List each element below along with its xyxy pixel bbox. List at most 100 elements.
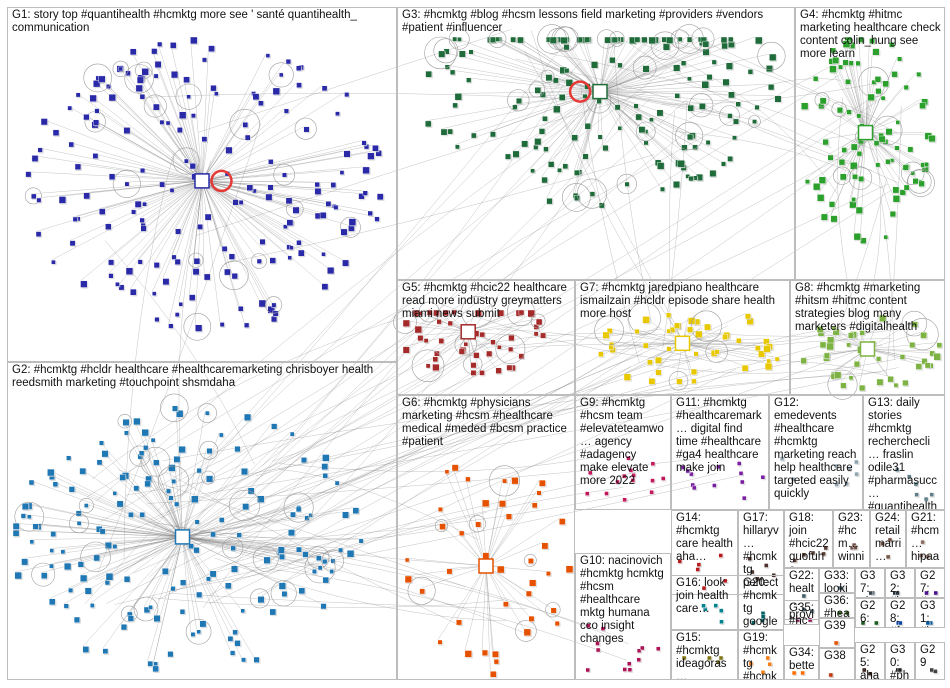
node [425, 70, 433, 78]
node [914, 492, 919, 497]
node [308, 513, 313, 518]
intra-group-edge [182, 536, 279, 547]
node [190, 632, 196, 637]
intra-group-edge [79, 467, 183, 538]
node [231, 273, 238, 280]
node [899, 354, 906, 360]
intra-group-edge [485, 565, 556, 622]
self-loop [757, 41, 786, 71]
node [895, 120, 900, 125]
node [186, 94, 191, 99]
intra-group-edge [37, 147, 203, 182]
intra-group-edge [182, 536, 233, 630]
node [655, 356, 662, 364]
intra-group-edge [599, 53, 770, 92]
intra-group-edge [75, 510, 183, 538]
node [860, 620, 866, 626]
intra-group-edge [201, 180, 343, 261]
intra-group-edge [817, 326, 868, 350]
node [540, 332, 546, 339]
node [170, 586, 176, 592]
node [123, 576, 131, 583]
node [449, 69, 456, 76]
node [73, 616, 80, 623]
node [142, 201, 147, 207]
node [468, 49, 474, 55]
node [195, 324, 203, 332]
intra-group-edge [28, 479, 183, 538]
intra-group-edge [93, 536, 183, 556]
node [47, 468, 55, 477]
node [673, 181, 681, 189]
intra-group-edge [201, 180, 260, 301]
node [535, 318, 543, 326]
intra-group-edge [182, 503, 243, 538]
node [834, 371, 842, 379]
node [541, 176, 548, 184]
node [655, 369, 662, 376]
node [874, 620, 879, 626]
node [801, 102, 809, 110]
node [855, 60, 861, 66]
node [218, 432, 224, 438]
node [219, 322, 225, 327]
node [907, 146, 914, 153]
node [148, 605, 153, 610]
intra-group-edge [865, 132, 901, 190]
node [253, 656, 260, 663]
intra-group-edge [201, 91, 215, 181]
node [76, 521, 82, 526]
node [84, 587, 92, 595]
node [859, 330, 865, 336]
self-loop [523, 554, 537, 567]
group-box-g5: G5: #hcmktg #hcic22 healthcare read more… [397, 280, 575, 395]
intra-group-edge [599, 91, 676, 161]
intra-group-edge [82, 536, 183, 647]
node [451, 309, 457, 315]
node [80, 280, 88, 288]
intra-group-edge [127, 536, 183, 616]
node [171, 479, 177, 484]
group-box-g31: G31: #hc… [915, 598, 945, 628]
group-box-g18: G18: join #hcic22 guofuhe… [784, 510, 833, 568]
inter-group-edge [152, 521, 486, 566]
node [562, 163, 569, 170]
self-loop [540, 69, 555, 84]
intra-group-edge [201, 85, 211, 181]
node [133, 417, 141, 426]
node [99, 528, 106, 535]
node [176, 127, 183, 133]
intra-group-edge [599, 64, 674, 92]
node [108, 173, 116, 180]
self-loop [668, 371, 689, 391]
node [718, 553, 723, 558]
group-box-g28: G28: #fu… [885, 598, 915, 628]
node [321, 85, 328, 92]
node [141, 68, 149, 76]
inter-group-edge [255, 344, 883, 501]
node [736, 338, 742, 344]
node [810, 550, 816, 556]
node [741, 364, 749, 372]
group-box-g16: G16: look join health care… [671, 575, 738, 630]
intra-group-edge [40, 118, 203, 182]
inter-group-edge [671, 320, 891, 367]
intra-group-edge [599, 36, 630, 92]
node [242, 503, 250, 511]
node [333, 204, 339, 210]
node [197, 223, 203, 230]
node [879, 314, 887, 323]
intra-group-edge [450, 69, 601, 92]
node [456, 619, 462, 626]
intra-group-edge [563, 44, 601, 92]
group-label: G15: #hcmktg ideagoras… [676, 632, 727, 680]
intra-group-edge [119, 474, 183, 538]
hub-node [859, 341, 876, 357]
intra-group-edge [201, 180, 363, 191]
node [705, 140, 711, 145]
self-loop [201, 470, 216, 485]
node [680, 60, 687, 66]
intra-group-edge [201, 53, 267, 181]
intra-group-edge [865, 76, 876, 133]
intra-group-edge [182, 506, 297, 538]
